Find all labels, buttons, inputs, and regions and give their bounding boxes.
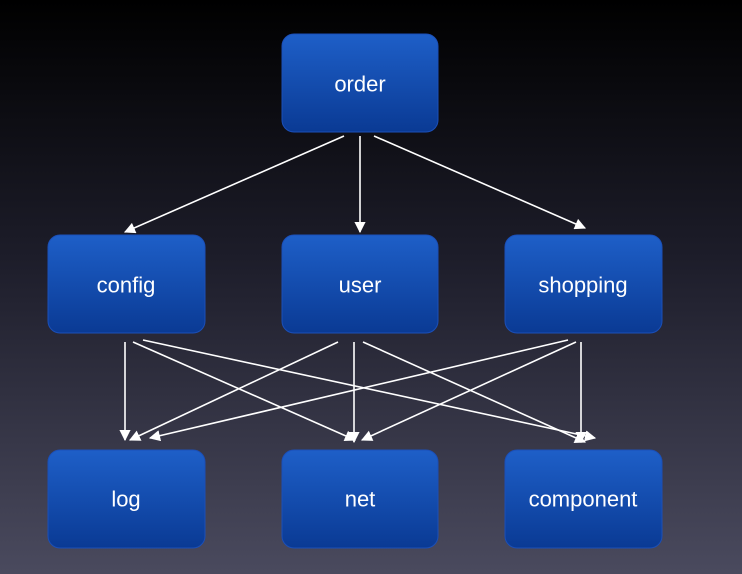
edge-order-shopping [373, 135, 587, 230]
node-shopping: shopping [504, 234, 663, 334]
node-component-box [504, 449, 663, 549]
node-net: net [281, 449, 439, 549]
node-net-label: net [345, 487, 376, 512]
edge-user-component [362, 341, 587, 443]
node-log-box [47, 449, 206, 549]
node-net-box [281, 449, 439, 549]
edges [119, 135, 597, 444]
node-log: log [47, 449, 206, 549]
edge-config-net [132, 341, 357, 442]
node-component-label: component [529, 487, 638, 512]
node-component: component [504, 449, 663, 549]
edge-config-component [142, 339, 597, 442]
node-shopping-label: shopping [538, 273, 627, 298]
node-config-box [47, 234, 206, 334]
edge-order-config [123, 135, 345, 234]
node-user-box [281, 234, 439, 334]
edge-shopping-log [148, 339, 569, 442]
node-user: user [281, 234, 439, 334]
node-order-box [281, 33, 439, 133]
node-shopping-box [504, 234, 663, 334]
node-order-label: order [334, 72, 385, 97]
node-log-label: log [111, 487, 140, 512]
node-config: config [47, 234, 206, 334]
edge-user-log [128, 341, 339, 441]
node-user-label: user [339, 273, 382, 298]
node-order: order [281, 33, 439, 133]
edge-shopping-net [360, 341, 577, 441]
node-config-label: config [97, 273, 156, 298]
